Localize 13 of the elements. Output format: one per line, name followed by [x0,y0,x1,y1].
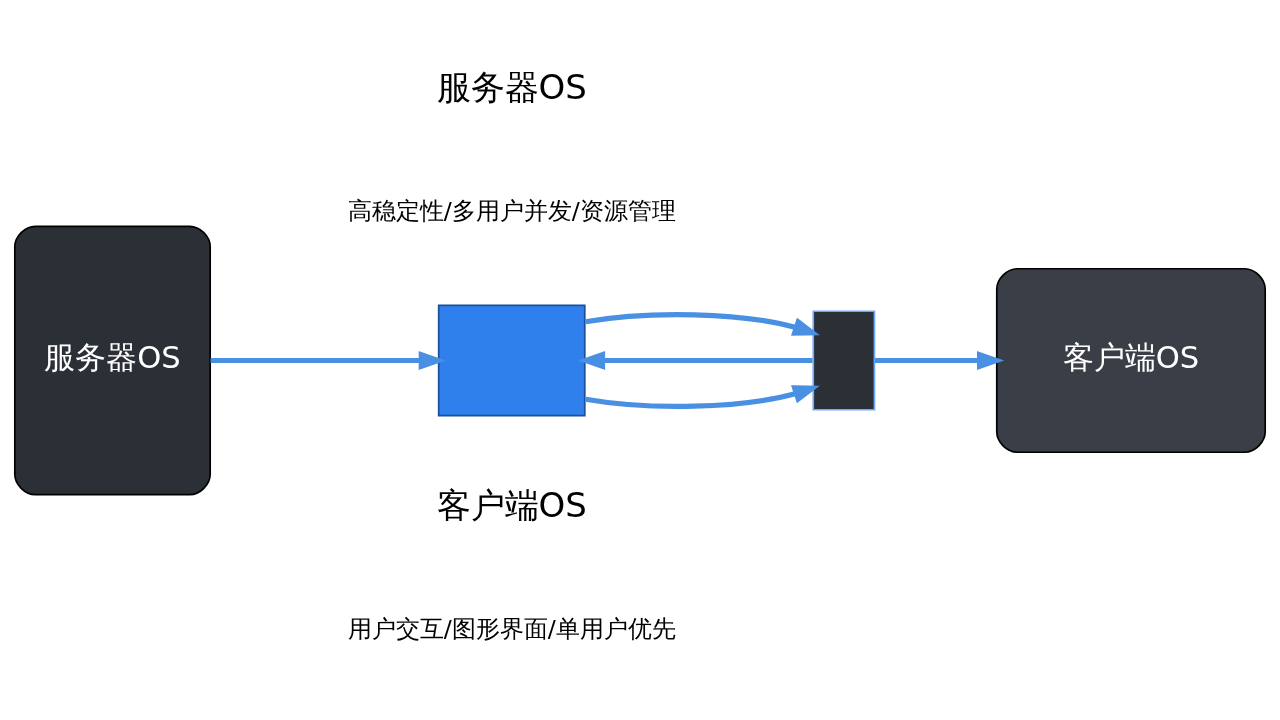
arrow [577,350,813,370]
arrow [210,350,446,370]
label: 用户交互/图形界面/单用户优先 [347,614,676,643]
arrow [585,384,820,409]
arrow [585,311,820,336]
node-box: 客户端OS [995,267,1267,453]
node-box [437,303,586,417]
node-box: 服务器OS [13,224,212,496]
label: 服务器OS [436,66,587,107]
label: 客户端OS [436,484,587,525]
node-box [812,309,876,411]
arrow [874,350,1005,370]
label: 高稳定性/多用户并发/资源管理 [347,196,676,225]
